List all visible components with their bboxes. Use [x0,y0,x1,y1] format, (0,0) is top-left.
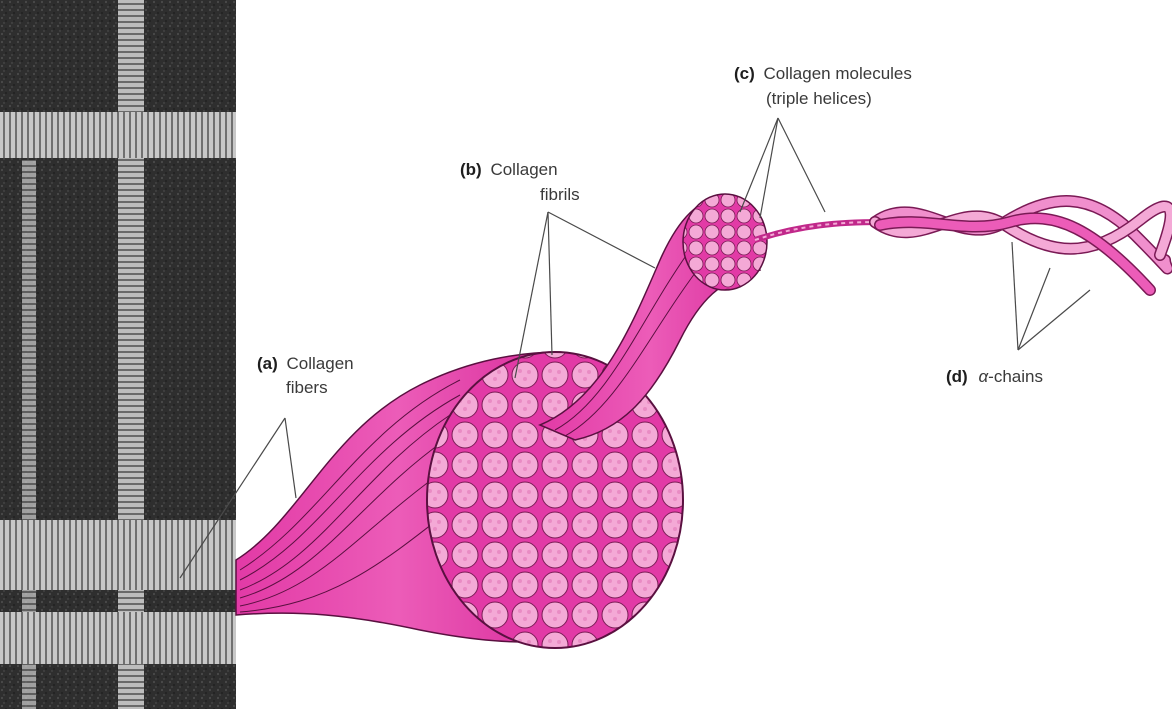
leader-d [1018,290,1090,350]
label-a-line1: Collagen [287,354,354,373]
label-d: (d) α-chains [946,367,1043,386]
label-a: (a) Collagen fibers [257,354,354,397]
label-b: (b) Collagen fibrils [460,160,580,204]
label-c-line2: (triple helices) [766,89,872,108]
leader-b [548,212,552,355]
leader-b [548,212,655,268]
label-b-letter: (b) [460,160,482,179]
label-c-line1: Collagen molecules [764,64,912,83]
svg-text:(c) Collagen molecules: (c) Collagen molecules [734,64,912,83]
svg-text:(d) α-chains: (d) α-chains [946,367,1043,386]
leader-a [285,418,296,498]
fibril-cross-section [683,194,767,290]
svg-text:(a) Collagen: (a) Collagen [257,354,354,373]
label-d-letter: (d) [946,367,968,386]
leader-c [740,118,778,212]
label-c: (c) Collagen molecules (triple helices) [734,64,912,108]
label-b-line2: fibrils [540,185,580,204]
leader-d [1018,268,1050,350]
svg-text:(b) Collagen: (b) Collagen [460,160,558,179]
label-a-line2: fibers [286,378,328,397]
leader-c [778,118,825,212]
label-b-line1: Collagen [490,160,557,179]
leader-d [1012,242,1018,350]
alpha-chains [875,201,1171,290]
label-a-letter: (a) [257,354,278,373]
leader-c [760,118,778,218]
label-c-letter: (c) [734,64,755,83]
label-d-rest: -chains [988,367,1043,386]
